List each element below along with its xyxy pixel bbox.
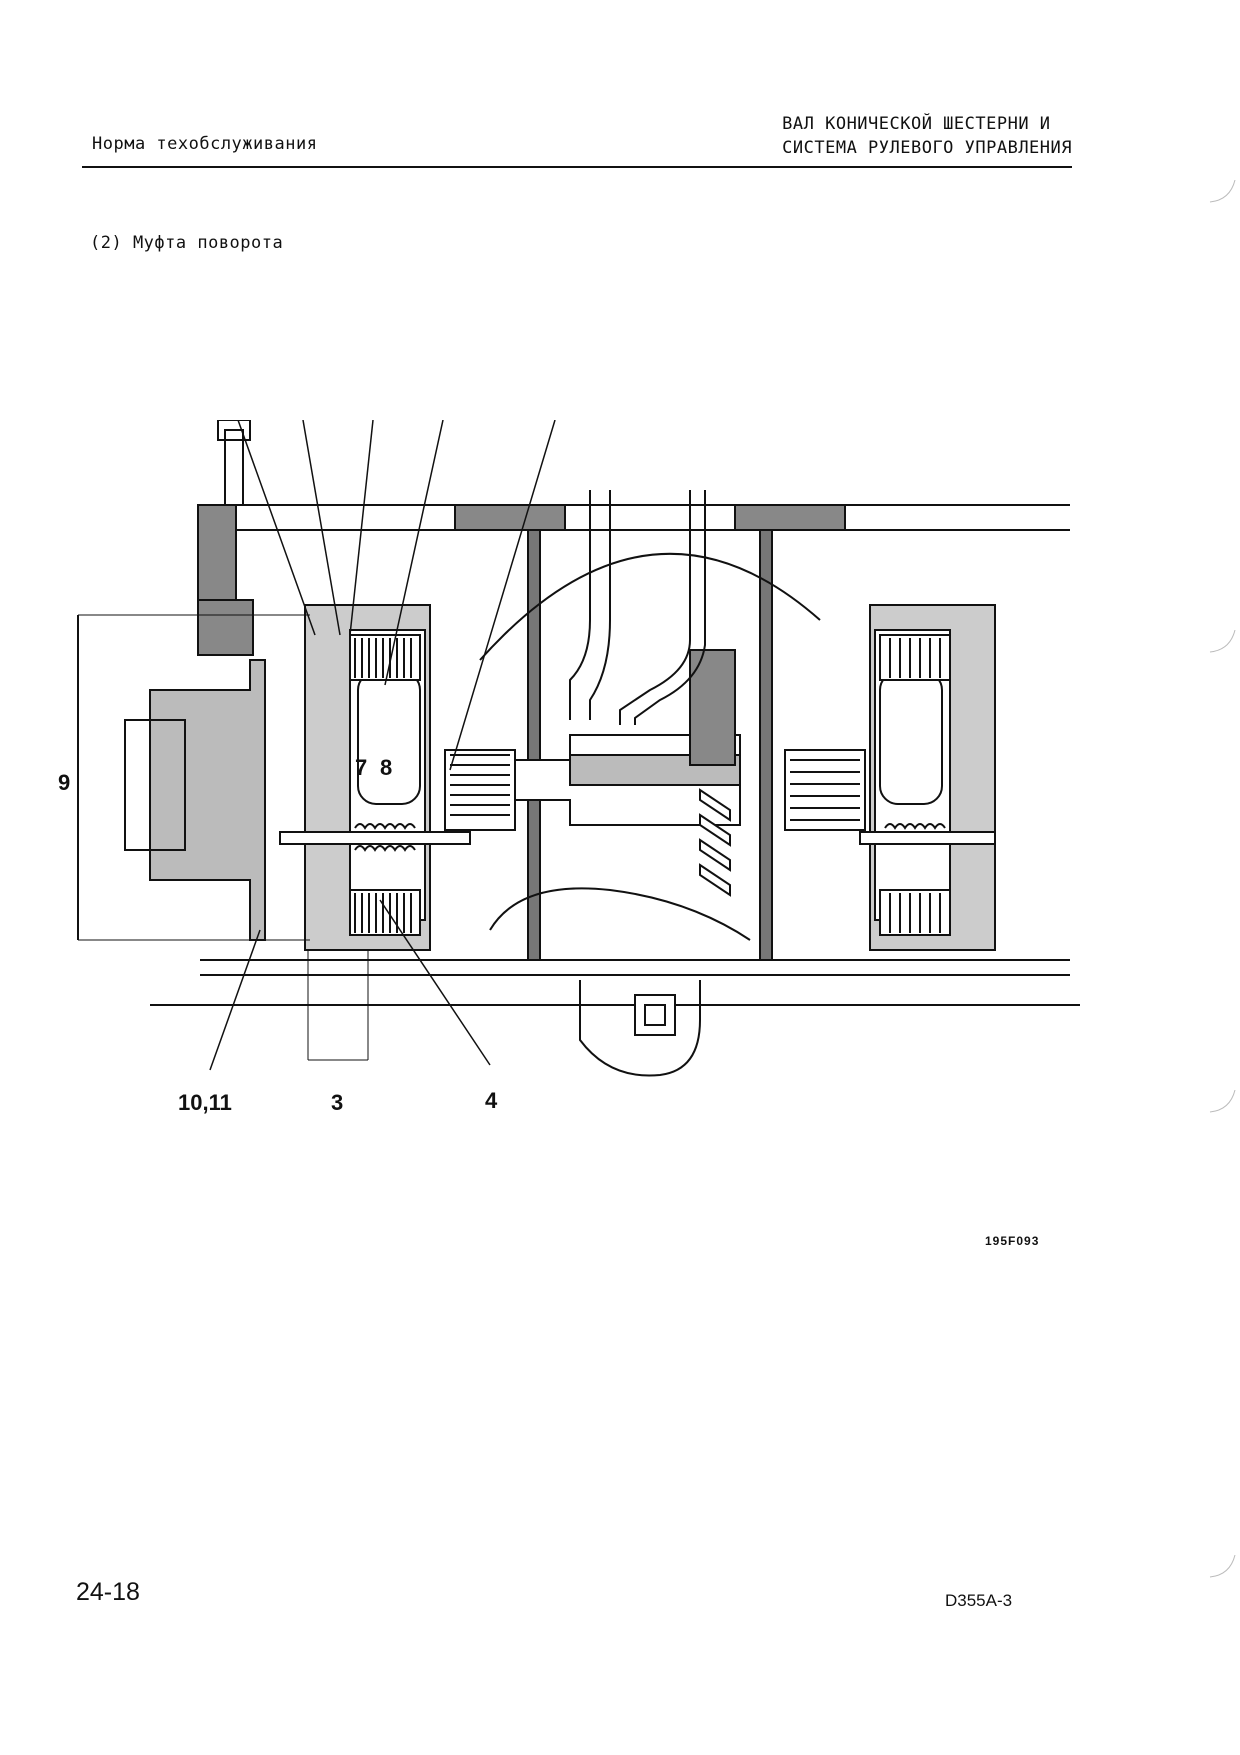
callout-3: 3 xyxy=(331,1090,343,1115)
binder-hole-mark xyxy=(1209,180,1236,203)
page-number: 24-18 xyxy=(76,1578,140,1606)
header-section-name: Норма техобслуживания xyxy=(92,134,318,154)
header-chapter-title: ВАЛ КОНИЧЕСКОЙ ШЕСТЕРНИ И СИСТЕМА РУЛЕВО… xyxy=(782,112,1072,160)
steering-clutch-drawing: 1 2 5 6 6 7 8 9 10,11 3 4 xyxy=(50,395,1100,1250)
technical-drawing-svg: 1 2 5 6 6 7 8 9 10,11 3 4 xyxy=(58,395,1080,1115)
model-code: D355A-3 xyxy=(945,1591,1013,1610)
header-chapter-line-1: ВАЛ КОНИЧЕСКОЙ ШЕСТЕРНИ И xyxy=(782,114,1051,134)
figure-code: 195F093 xyxy=(985,1234,1040,1248)
header-chapter-line-2: СИСТЕМА РУЛЕВОГО УПРАВЛЕНИЯ xyxy=(782,138,1072,158)
header-divider xyxy=(82,166,1072,168)
binder-hole-mark xyxy=(1209,1090,1236,1113)
section-title: (2) Муфта поворота xyxy=(90,233,284,253)
binder-hole-mark xyxy=(1209,630,1236,653)
callout-9: 9 xyxy=(58,770,70,795)
binder-hole-mark xyxy=(1209,1555,1236,1578)
callout-8: 8 xyxy=(380,755,392,780)
callout-4: 4 xyxy=(485,1088,498,1113)
callout-7: 7 xyxy=(355,755,367,780)
callout-10-11: 10,11 xyxy=(178,1090,232,1115)
